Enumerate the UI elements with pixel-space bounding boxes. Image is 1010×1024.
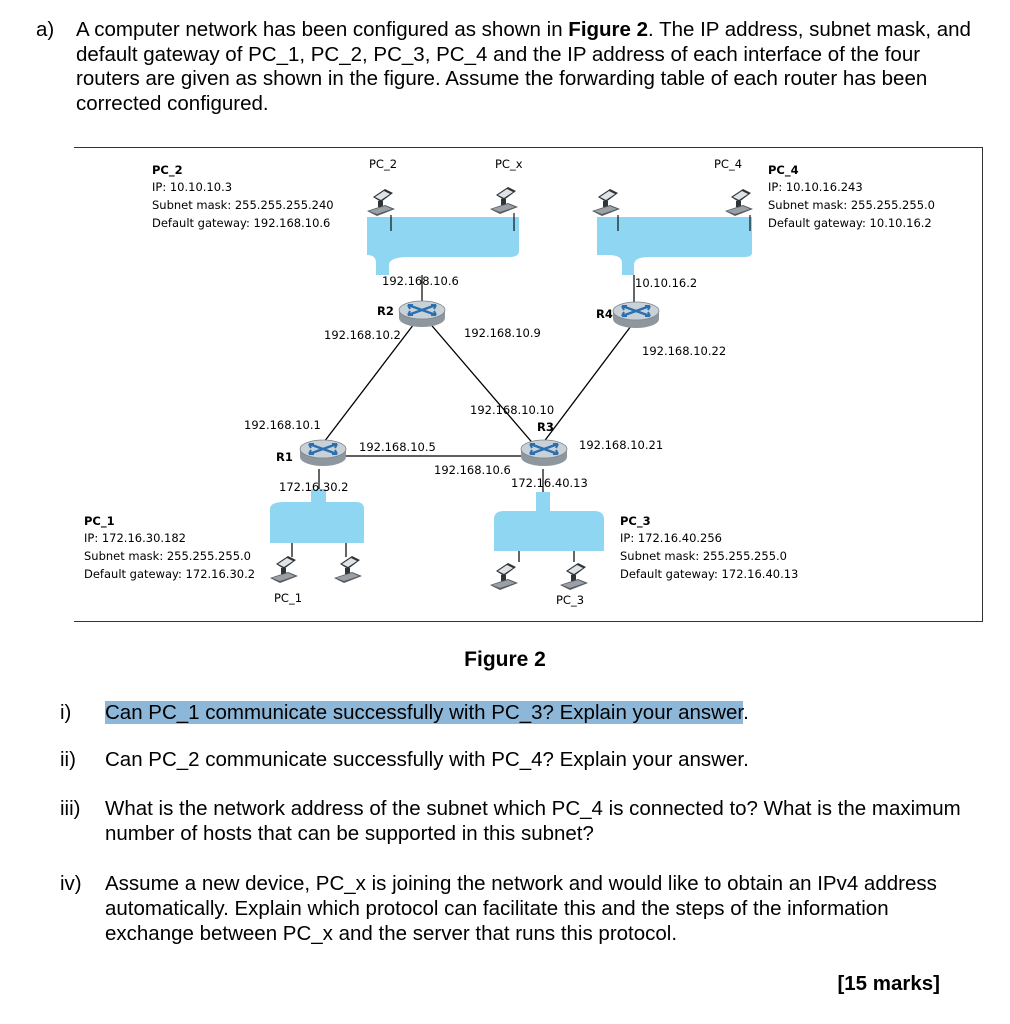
question-number: i) <box>60 701 72 724</box>
pcx-computer-icon <box>490 187 518 214</box>
network-diagram: PC_2 IP: 10.10.10.3 Subnet mask: 255.255… <box>84 157 935 607</box>
r3-router-icon <box>519 438 569 468</box>
lan-cloud-top-left <box>367 217 519 275</box>
pc3a-computer-icon <box>490 563 518 590</box>
pc1b-computer-icon <box>334 556 362 583</box>
figure-frame <box>74 147 983 622</box>
r4-bottom-ip: 192.168.10.22 <box>642 344 726 358</box>
intro-text-end: . The IP address, subnet mask, and defau… <box>76 18 971 115</box>
pc3-info-ip: IP: 172.16.40.256 <box>620 531 722 545</box>
pc1-host-label: PC_1 <box>274 591 302 605</box>
lan-cloud-bottom-right <box>494 492 604 551</box>
highlighted-text: Can PC_1 communicate successfully with P… <box>105 701 744 724</box>
r3-right-ip: 192.168.10.21 <box>579 438 663 452</box>
pc2-computer-icon <box>367 189 395 216</box>
pc1-info-ip: IP: 172.16.30.182 <box>84 531 186 545</box>
pc4-info-ip: IP: 10.10.16.243 <box>768 180 863 194</box>
intro-text-start: A computer network has been configured a… <box>76 18 569 41</box>
question-number: iv) <box>60 872 82 895</box>
pc3-host-label: PC_3 <box>556 593 584 607</box>
r3-top-ip: 192.168.10.10 <box>470 403 554 417</box>
r2-right-ip: 192.168.10.9 <box>464 326 541 340</box>
r1-top-ip: 192.168.10.1 <box>244 418 321 432</box>
pc1-computer-icon <box>270 556 298 583</box>
link-r1-r2 <box>323 319 418 443</box>
r2-top-ip: 192.168.10.6 <box>382 274 459 288</box>
r2-label: R2 <box>377 304 394 318</box>
r3-bottom-ip: 172.16.40.13 <box>511 476 588 490</box>
pc3-info-gateway: Default gateway: 172.16.40.13 <box>620 567 798 581</box>
r4-label: R4 <box>596 307 613 321</box>
r1-label: R1 <box>276 450 293 464</box>
question-text: Can PC_2 communicate successfully with P… <box>105 748 749 771</box>
pc2-info-mask: Subnet mask: 255.255.255.240 <box>152 198 334 212</box>
pc3-info-title: PC_3 <box>620 514 651 529</box>
link-r3-r4 <box>539 321 635 448</box>
pc4-info-title: PC_4 <box>768 163 799 178</box>
pc3-computer-icon <box>560 563 588 590</box>
lan-cloud-bottom-left <box>270 489 364 543</box>
question-number: iii) <box>60 797 81 820</box>
r4-router-icon <box>611 300 661 330</box>
figure-caption: Figure 2 <box>464 648 546 671</box>
question-number: ii) <box>60 748 76 771</box>
marks-label: [15 marks] <box>837 972 940 995</box>
pc4-info-gateway: Default gateway: 10.10.16.2 <box>768 216 932 230</box>
r1-bottom-ip: 172.16.30.2 <box>279 480 349 494</box>
question-text: Assume a new device, PC_x is joining the… <box>105 872 937 945</box>
pcx-host-label: PC_x <box>495 157 523 171</box>
r4-top-ip: 10.10.16.2 <box>635 276 697 290</box>
pc4-info-mask: Subnet mask: 255.255.255.0 <box>768 198 935 212</box>
pc2-info-ip: IP: 10.10.10.3 <box>152 180 232 194</box>
pc4-host-label: PC_4 <box>714 157 742 171</box>
r1-router-icon <box>298 438 348 468</box>
pc1-info-title: PC_1 <box>84 514 115 529</box>
lan-cloud-top-right <box>597 217 752 275</box>
pc4b-computer-icon <box>592 189 620 216</box>
part-label: a) <box>36 18 55 41</box>
question-text: What is the network address of the subne… <box>105 797 961 845</box>
pc1-info-mask: Subnet mask: 255.255.255.0 <box>84 549 251 563</box>
r3-left-ip: 192.168.10.6 <box>434 463 511 477</box>
r2-left-ip: 192.168.10.2 <box>324 328 401 342</box>
r3-label: R3 <box>537 420 554 434</box>
question-tail: . <box>743 701 749 724</box>
pc3-info-mask: Subnet mask: 255.255.255.0 <box>620 549 787 563</box>
pc2-info-gateway: Default gateway: 192.168.10.6 <box>152 216 330 230</box>
pc1-info-gateway: Default gateway: 172.16.30.2 <box>84 567 255 581</box>
pc2-info-title: PC_2 <box>152 163 183 178</box>
r2-router-icon <box>397 299 447 329</box>
question-text: Can PC_1 communicate successfully with P… <box>105 700 965 725</box>
intro-text: A computer network has been configured a… <box>76 18 976 116</box>
pc4-computer-icon <box>725 189 753 216</box>
pc2-host-label: PC_2 <box>369 157 397 171</box>
figure-reference: Figure 2 <box>568 18 649 41</box>
link-r2-r3 <box>426 319 537 448</box>
r1-right-ip: 192.168.10.5 <box>359 440 436 454</box>
